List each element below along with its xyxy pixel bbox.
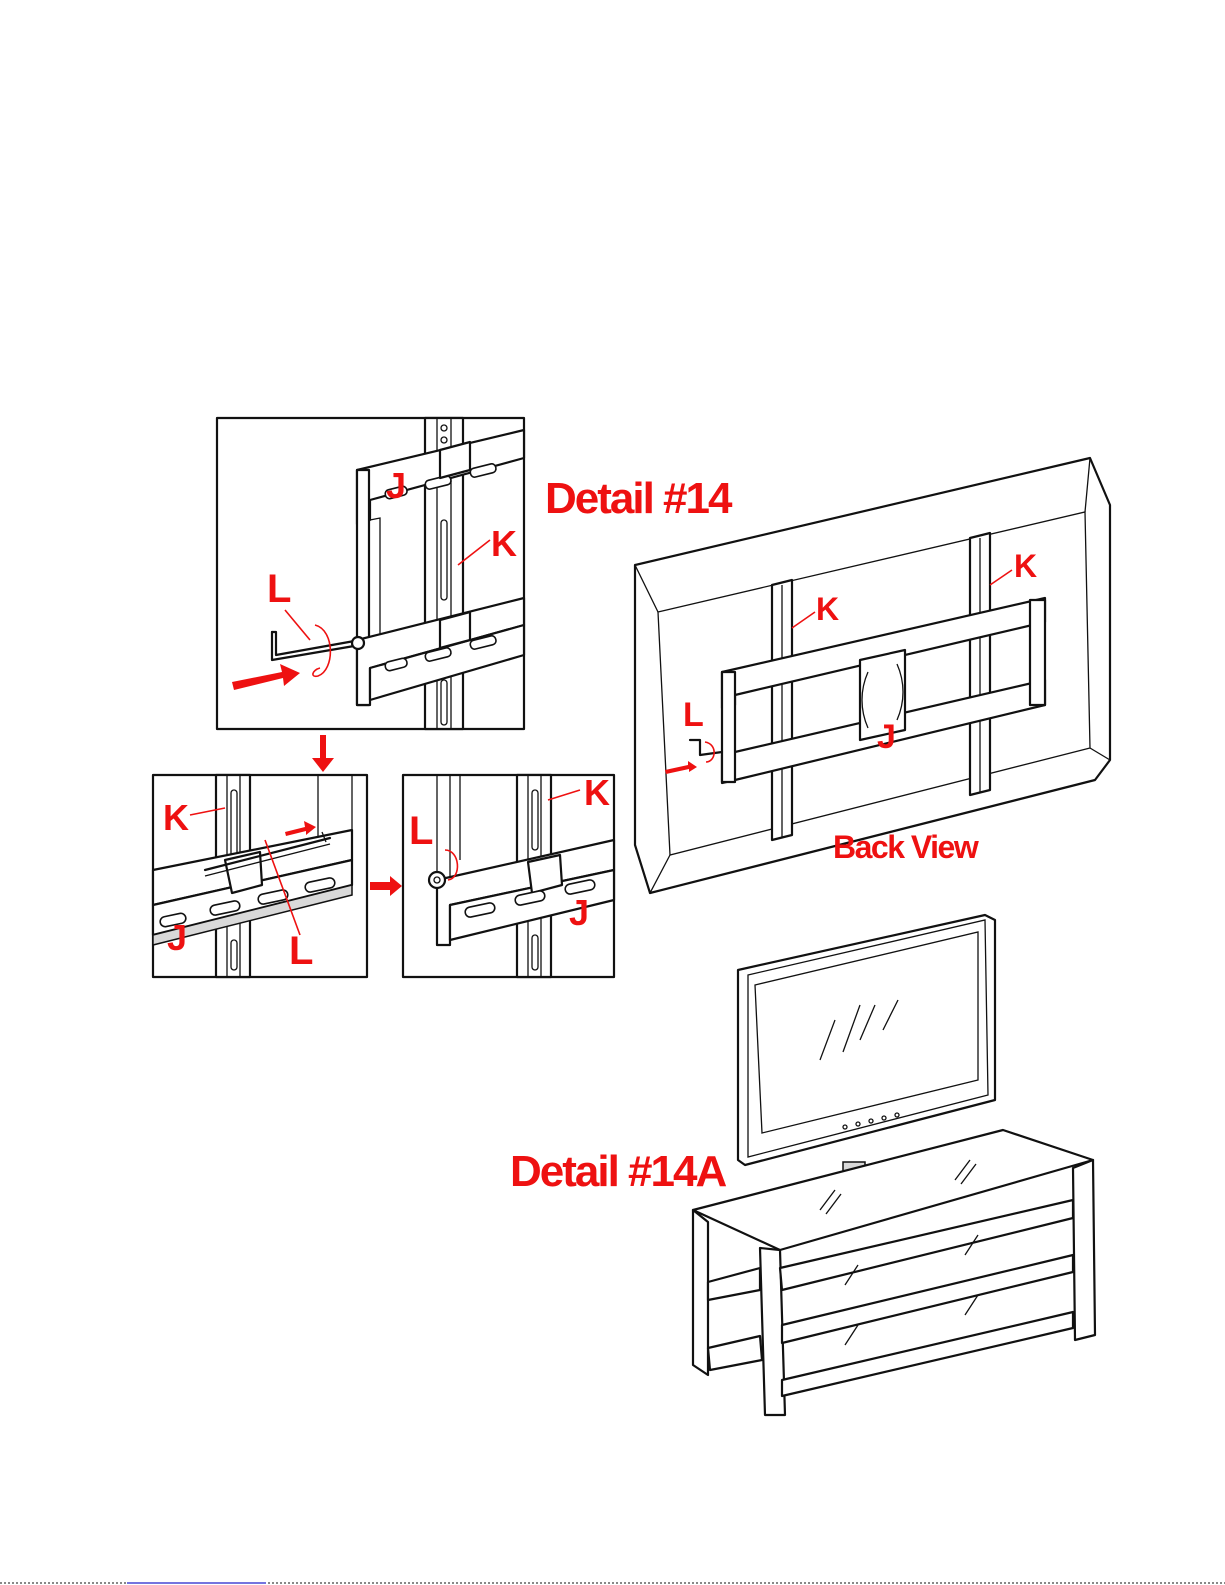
label-j: J bbox=[386, 465, 406, 506]
label-k: K bbox=[816, 591, 839, 627]
label-j: J bbox=[569, 892, 589, 933]
label-j: J bbox=[877, 718, 896, 756]
arm-k-right bbox=[970, 533, 990, 795]
label-l: L bbox=[683, 696, 704, 734]
label-k: K bbox=[491, 523, 517, 564]
step-arrow-down-icon bbox=[312, 735, 334, 772]
detail-14a-title: Detail #14A bbox=[510, 1147, 726, 1196]
label-l: L bbox=[267, 567, 291, 611]
label-l: L bbox=[409, 809, 433, 853]
label-k: K bbox=[163, 797, 189, 838]
inset-panel-bottom-left: K J L bbox=[153, 775, 367, 977]
arm-k-left bbox=[772, 580, 792, 840]
step-arrow-right-icon bbox=[370, 876, 402, 896]
label-k: K bbox=[1014, 548, 1037, 584]
inset-panel-top: J K L bbox=[217, 418, 524, 729]
tv-front bbox=[738, 915, 995, 1172]
inset-panel-bottom-right: K L J bbox=[403, 772, 614, 977]
back-view-caption: Back View bbox=[833, 829, 979, 865]
detail-14-title: Detail #14 bbox=[545, 474, 733, 523]
label-k: K bbox=[584, 772, 610, 813]
tv-back-view: K K L J bbox=[635, 458, 1110, 893]
tv-stand bbox=[693, 1130, 1095, 1415]
label-l: L bbox=[289, 929, 313, 973]
label-j: J bbox=[167, 917, 187, 958]
